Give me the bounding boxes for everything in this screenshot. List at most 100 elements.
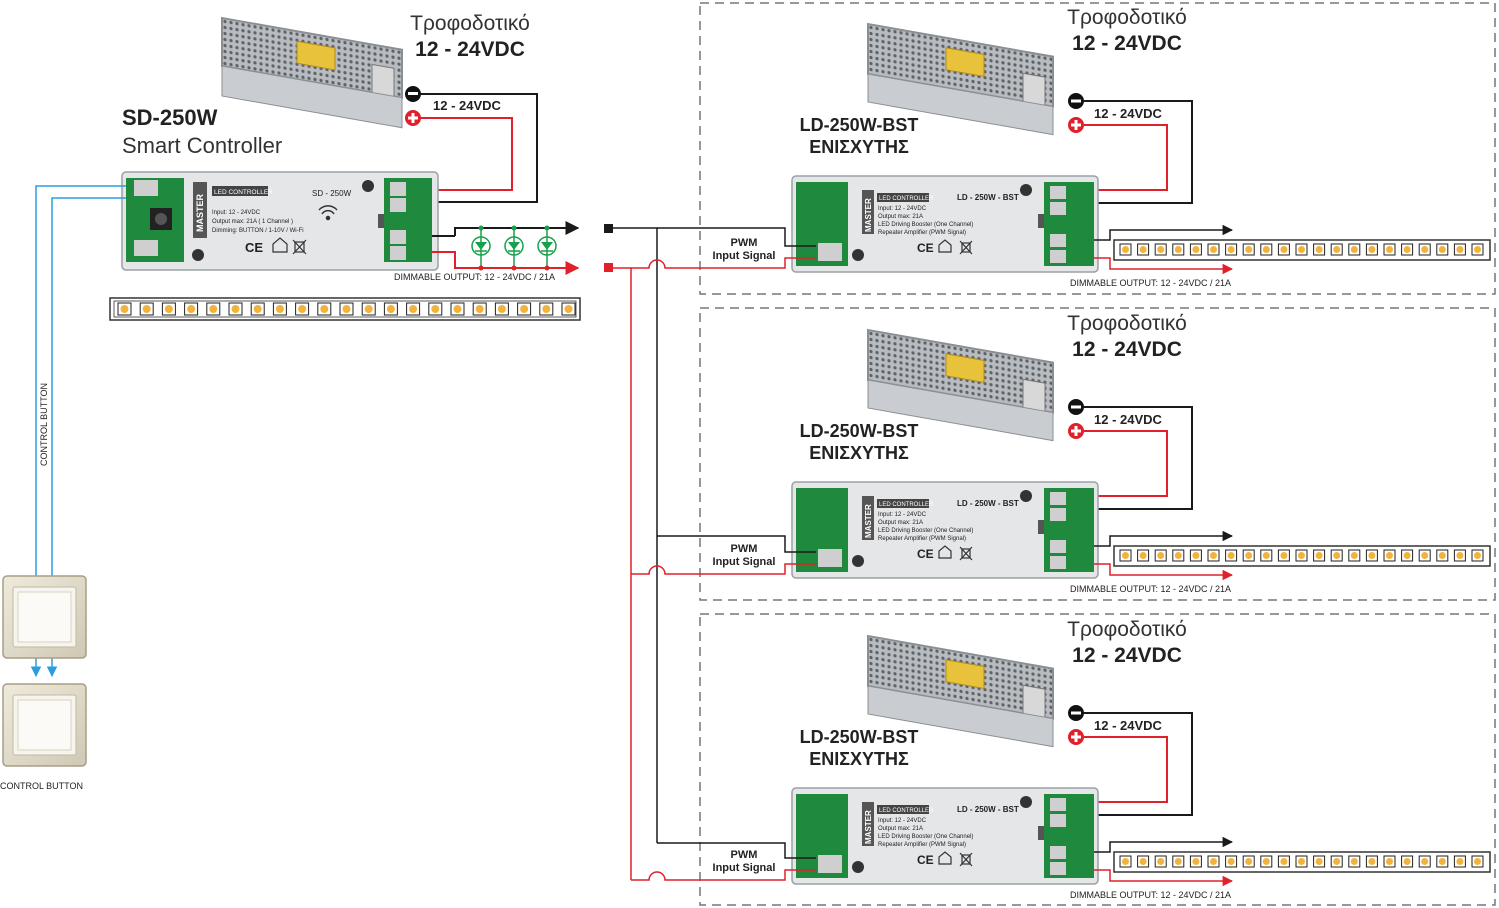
pwm-positive-wire [631,869,816,881]
led-chip-light [1210,552,1217,559]
led-chip-light [1227,552,1235,559]
weee-bin-icon [959,852,973,867]
controller-output-label: DIMMABLE OUTPUT: 12 - 24VDC / 21A [394,272,555,282]
led-chip-light [1210,858,1217,865]
led-chip-light [409,305,418,313]
led-chip-light [1368,246,1376,253]
pwm-label: PWM [731,543,758,555]
led-chip-light [1438,858,1446,865]
led-chip-light [231,305,240,313]
led-chip-light [1122,858,1129,865]
booster-output-positive [1094,869,1234,887]
led-chip-light [1157,858,1165,865]
led-chip-light [1333,858,1341,865]
led-chip-light [1280,858,1288,865]
led-chip-light [1192,858,1200,865]
weee-bin-icon [959,240,973,255]
led-chip-light [209,305,218,313]
pwm-positive-wire [631,563,816,575]
led-strip-booster [1113,851,1491,873]
diode-icon [471,225,491,271]
led-chip-light [1227,246,1235,253]
booster-output-label: DIMMABLE OUTPUT: 12 - 24VDC / 21A [1070,278,1231,288]
pwm-label: PWM [731,237,758,249]
booster-power-supply [867,22,1054,136]
booster-power-supply [867,328,1054,442]
booster-panel-badge: LED CONTROLLER [879,196,934,202]
led-chip-light [1456,246,1464,253]
main-psu-title: Τροφοδοτικό [410,12,530,35]
led-chip-light [142,305,151,313]
booster-panel-brand: MASTER [864,810,873,844]
led-chip-light [542,305,551,313]
booster-cert: CE [917,853,934,867]
booster-spec-repeater: Repeater Amplifier (PWM Signal) [878,230,966,236]
led-chip-light [386,305,395,313]
led-chip-light [1245,858,1253,865]
booster-subtitle: ΕΝΙΣΧΥΤΗΣ [809,749,909,769]
booster-output-positive [1094,563,1234,581]
led-chip-light [1350,246,1358,253]
booster-model: LD-250W-BST [800,727,919,747]
led-chip-light [1315,246,1323,253]
led-chip-light [1333,246,1341,253]
led-chip-light [431,305,440,313]
led-chip-light [520,305,529,313]
booster-spec-output: Output max: 21A [878,520,923,526]
led-chip-light [1350,552,1358,559]
booster-subtitle: ΕΝΙΣΧΥΤΗΣ [809,137,909,157]
bus-positive-line [613,267,632,880]
diode-icon [537,225,557,271]
booster-panel-brand: MASTER [864,198,873,232]
led-chip-light [164,305,173,313]
main-positive-wire [421,117,513,191]
booster-subtitle: ΕΝΙΣΧΥΤΗΣ [809,443,909,463]
led-chip-light [1474,552,1481,559]
led-chip-light [1157,246,1165,253]
pwm-positive-wire [631,257,816,269]
booster-model: LD-250W-BST [800,421,919,441]
led-chip-light [1386,246,1393,253]
booster-cert: CE [917,241,934,255]
booster-output-label: DIMMABLE OUTPUT: 12 - 24VDC / 21A [1070,584,1231,594]
led-strip-booster [1113,239,1491,261]
controller-spec-output: Output max: 21A ( 1 Channel ) [212,219,293,225]
booster-spec-booster: LED Driving Booster (One Channel) [878,222,973,228]
booster-negative-wire [1084,712,1193,816]
wall-switch-top[interactable] [2,575,87,659]
booster-psu-title: Τροφοδοτικό [1067,312,1187,335]
home-icon [272,237,288,253]
booster-panel-model: LD - 250W - BST [957,499,1019,508]
led-chip-light [453,305,462,313]
booster-spec-output: Output max: 21A [878,826,923,832]
led-chip-light [1174,552,1182,559]
led-chip-light [1403,246,1411,253]
led-chip-light [1174,246,1182,253]
main-wire-label: 12 - 24VDC [433,98,502,113]
led-chip-light [1262,246,1270,253]
led-chip-light [1474,246,1481,253]
controller-subtitle: Smart Controller [122,133,282,158]
booster-positive-wire [1084,430,1168,497]
booster-spec-output: Output max: 21A [878,214,923,220]
led-chip-light [1174,858,1182,865]
led-chip-light [275,305,284,313]
booster-negative-wire [1084,406,1193,510]
booster-psu-voltage: 12 - 24VDC [1072,338,1182,361]
controller-panel-brand: MASTER [195,194,205,233]
led-chip-light [1368,858,1376,865]
led-chip-light [1421,246,1429,253]
wall-switch-bottom[interactable] [2,683,87,767]
pwm-negative-wire [657,842,816,859]
led-chip-light [1227,858,1235,865]
pwm-negative-wire [657,227,816,247]
led-chip-light [1122,246,1129,253]
booster-output-negative [1094,530,1234,547]
led-chip-light [1122,552,1129,559]
led-chip-light [1139,552,1147,559]
led-chip-light [1210,246,1217,253]
booster-panel-model: LD - 250W - BST [957,805,1019,814]
